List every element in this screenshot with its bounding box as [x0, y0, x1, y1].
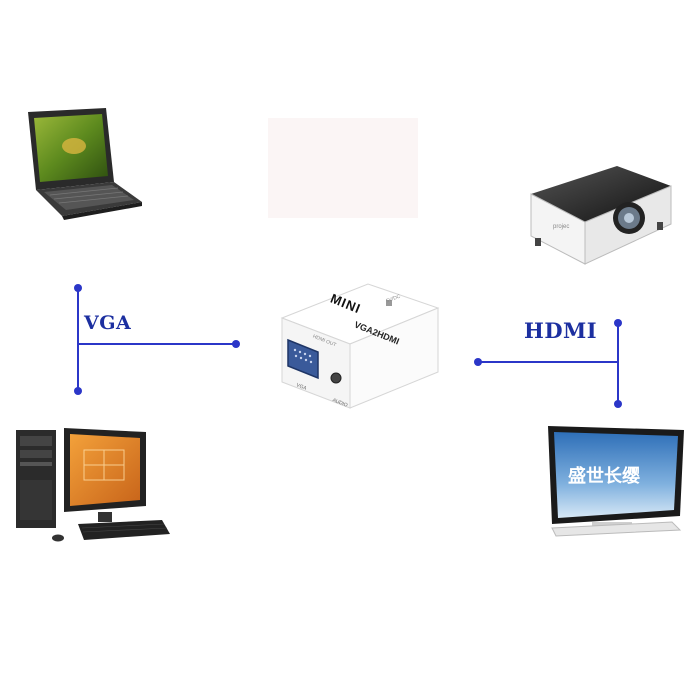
hdmi-bottom-dot [614, 400, 622, 408]
hdmi-top-dot [614, 319, 622, 327]
projector-icon: projec [530, 166, 672, 265]
laptop-icon [28, 108, 142, 220]
vga-end-dot [232, 340, 240, 348]
audio-jack [330, 372, 342, 384]
converter-box-icon [280, 283, 440, 409]
vga-port [287, 338, 319, 380]
vga-label: VGA [84, 312, 132, 334]
vga-bottom-dot [74, 387, 82, 395]
power-jack [386, 300, 392, 306]
background-panel [268, 118, 418, 218]
screen-text: 盛世长缨 [568, 465, 640, 487]
hdmi-start-dot [474, 358, 482, 366]
monitor-icon: 盛世长缨 [548, 426, 684, 537]
vga-top-dot [74, 284, 82, 292]
desktop-pc-icon [16, 428, 170, 542]
hdmi-label: HDMI [524, 318, 598, 343]
projector-brand: projec [553, 224, 569, 230]
